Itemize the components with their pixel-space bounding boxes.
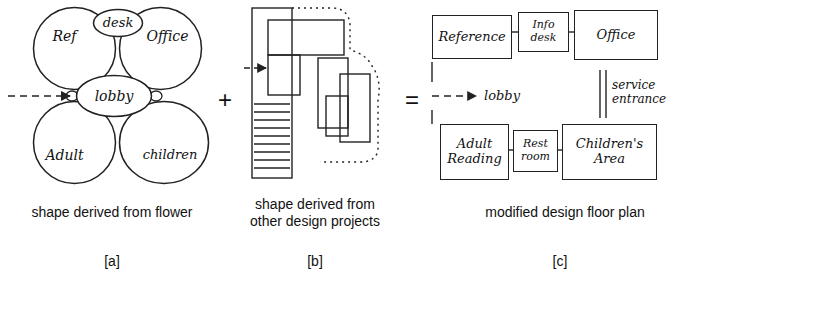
floor-plan-sketch (605, 70, 606, 118)
operator-sign: + (213, 86, 237, 115)
room-name: Reference (438, 30, 505, 45)
floor-plan-sketch (431, 62, 432, 82)
room-name: Adult (45, 147, 83, 163)
building-sketch (318, 58, 348, 128)
figure-number: [a] (92, 253, 132, 270)
desk-circle: desk (92, 8, 144, 38)
space-name: lobby (484, 88, 534, 104)
building-sketch (254, 111, 290, 112)
room-box: Rest room (513, 130, 558, 172)
building-sketch (254, 127, 290, 128)
building-sketch (244, 8, 379, 178)
room-name: Adult Reading (445, 137, 504, 167)
room-box: Adult Reading (440, 124, 509, 180)
room-name: Ref (52, 28, 76, 44)
lobby-circle: lobby (75, 74, 153, 118)
operator-sign: = (400, 86, 424, 115)
building-sketch (340, 74, 370, 142)
lobby-circle-outline (77, 76, 152, 117)
room-box: Info desk (518, 12, 569, 52)
figure-caption: modified design floor plan (455, 204, 675, 221)
building-sketch (326, 96, 348, 136)
building-sketch (254, 135, 290, 136)
building-sketch (254, 103, 290, 104)
room-box: Children's Area (562, 124, 657, 180)
building-sketch (254, 119, 290, 120)
desk-circle-outline (94, 10, 143, 37)
room-name: desk (103, 16, 134, 31)
figure-number: [c] (540, 253, 580, 270)
space-name: service entrance (612, 78, 684, 107)
room-name: Rest room (518, 138, 553, 163)
petal-shape-outline (120, 102, 209, 184)
petal-shape-outline (34, 102, 116, 184)
entry-arrow (8, 95, 70, 97)
entry-arrow (8, 95, 70, 97)
room-name: lobby (95, 88, 134, 104)
building-sketch (244, 67, 266, 68)
room-name: Children's Area (567, 137, 652, 167)
building-sketch (254, 151, 290, 152)
room-box: Reference (432, 15, 512, 59)
figure-caption: shape derived from other design projects (240, 196, 390, 230)
building-sketch (254, 159, 290, 160)
room-name: Info desk (523, 19, 564, 44)
figure-caption: shape derived from flower (12, 204, 212, 221)
building-sketch (254, 143, 290, 144)
building-sketch (268, 55, 300, 95)
building-sketch (292, 8, 379, 162)
room-name: children (143, 148, 198, 163)
floor-plan-sketch (431, 110, 432, 124)
building-sketch (252, 8, 292, 178)
building-sketch (268, 20, 344, 55)
figure-number: [b] (295, 253, 335, 270)
floor-plan-sketch (599, 70, 600, 118)
room-name: Office (597, 28, 636, 43)
floor-plan-sketch (432, 95, 476, 96)
room-box: Office (574, 10, 658, 60)
room-name: Office (147, 28, 189, 44)
building-sketch (254, 167, 290, 168)
